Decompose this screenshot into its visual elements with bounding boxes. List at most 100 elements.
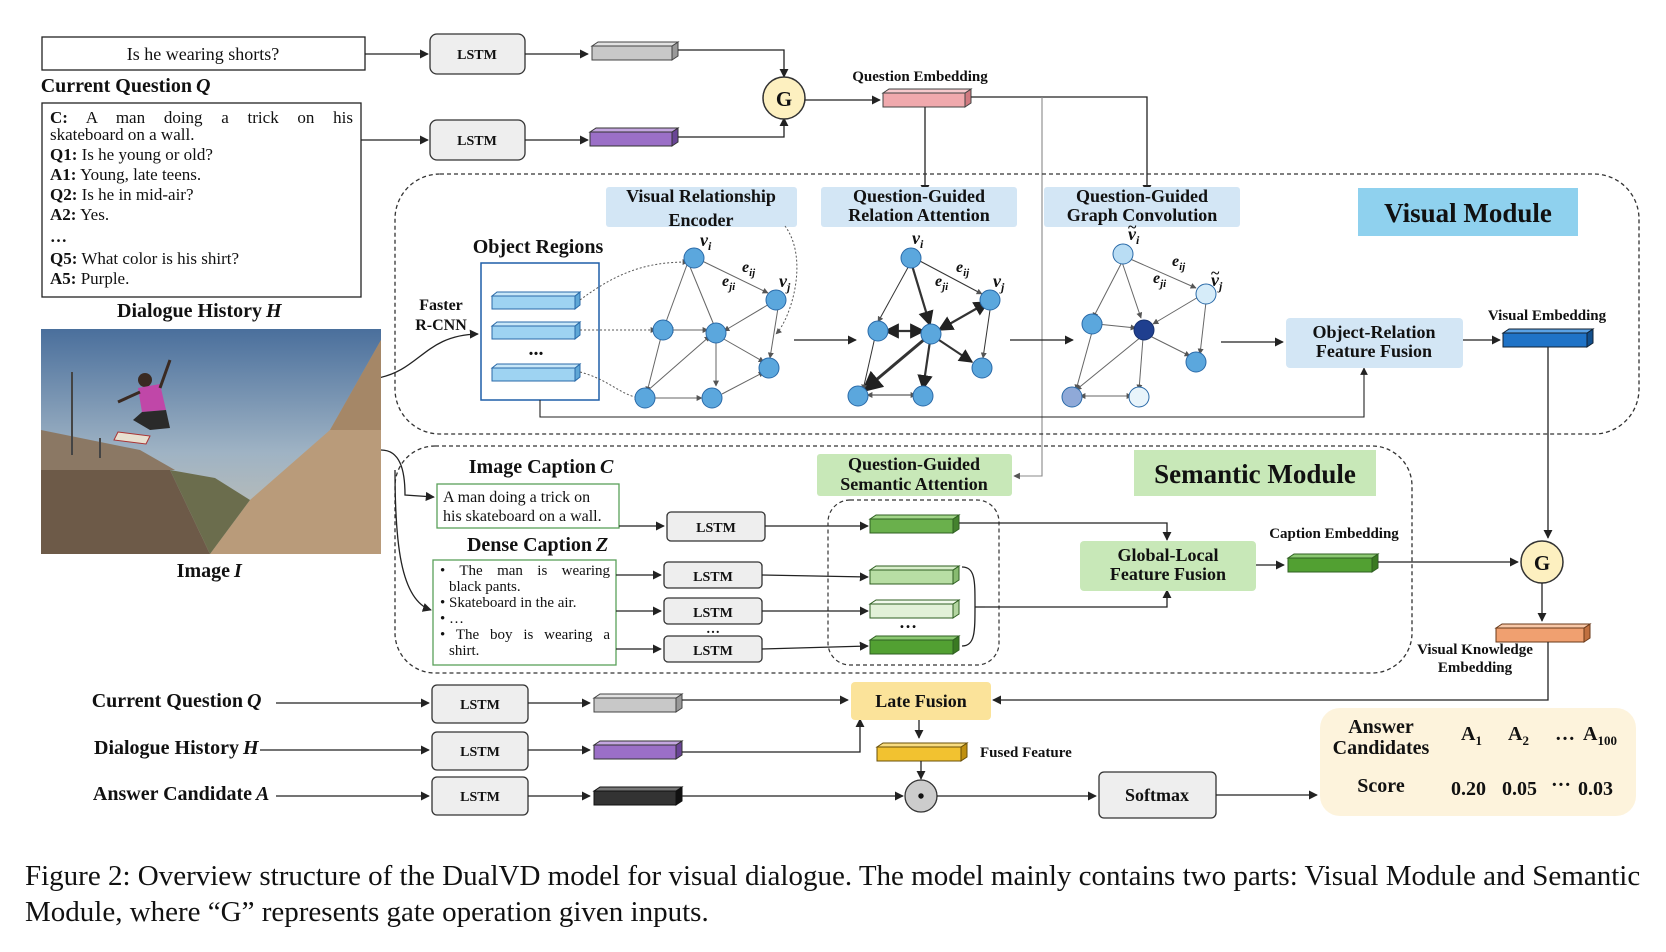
arrow xyxy=(539,367,1368,418)
node-vi-tilde-label: vi xyxy=(1128,224,1140,247)
edge-eji-label: eji xyxy=(1153,270,1167,290)
edge-eij-label: eij xyxy=(956,259,970,279)
lstm-label: LSTM xyxy=(460,745,500,760)
score-a1: 0.20 xyxy=(1451,778,1486,800)
history-tag: A2: xyxy=(50,205,77,224)
node-vj-tilde-label: vj xyxy=(1211,270,1223,293)
history-tag: Q2: xyxy=(50,185,78,204)
history-line-text: Is he young or old? xyxy=(81,145,213,164)
graph-convolution xyxy=(1074,257,1207,399)
visual-module-title: Visual Module xyxy=(1384,198,1552,228)
bottom-h-var: H xyxy=(242,737,260,759)
history-line-text: Purple. xyxy=(80,269,130,288)
dotted-link xyxy=(579,259,689,301)
qgsa-label-1: Question-Guided xyxy=(848,454,980,474)
history-line: C: A man doing a trick on his xyxy=(50,108,353,128)
visual-embedding-label: Visual Embedding xyxy=(1488,308,1607,324)
dense-item: • The man is wearing xyxy=(440,563,610,579)
edge-eji-label: eji xyxy=(722,273,736,293)
qggc-label-1: Question-Guided xyxy=(1076,186,1208,206)
image-label: Image xyxy=(177,560,230,582)
glff-box xyxy=(1080,541,1256,591)
image-var: I xyxy=(233,560,243,582)
history-tag: Q5: xyxy=(50,249,78,268)
vre-label-1: Visual Relationship xyxy=(626,186,776,206)
graph-node xyxy=(634,387,656,409)
graph-node xyxy=(1133,319,1155,341)
late-fusion-label: Late Fusion xyxy=(875,691,967,711)
semantic-module-title: Semantic Module xyxy=(1154,459,1356,489)
current-question-var: Q xyxy=(196,75,210,97)
visual-module-frame xyxy=(394,173,1640,435)
history-line-text: Young, late teens. xyxy=(80,165,202,184)
current-question-label: Current Question xyxy=(41,75,192,97)
vk-embedding-label-1: Visual Knowledge xyxy=(1417,642,1533,658)
history-line-text: A man doing a trick on his xyxy=(85,108,353,127)
qggc-label-2: Graph Convolution xyxy=(1067,205,1218,225)
graph-node xyxy=(1061,386,1083,408)
softmax-label: Softmax xyxy=(1125,785,1189,805)
answer-a2: A2 xyxy=(1508,723,1529,748)
region-feature xyxy=(490,320,582,341)
question-embedding-gray xyxy=(590,41,680,61)
orff-label-2: Feature Fusion xyxy=(1316,341,1432,361)
attention-frame xyxy=(827,499,1000,666)
lstm-label: LSTM xyxy=(693,570,733,585)
answer-panel xyxy=(1320,708,1636,816)
qggc-bg xyxy=(1044,187,1240,227)
arrow xyxy=(761,572,869,582)
graph-node xyxy=(758,357,780,379)
question-embedding-pink xyxy=(881,88,973,108)
history-line-text: What color is his shirt? xyxy=(81,249,240,268)
gate-top xyxy=(762,76,806,120)
arrow xyxy=(380,449,435,501)
visual-knowledge-embedding xyxy=(1494,623,1592,643)
fused-feature-embedding xyxy=(875,742,969,762)
graph-node xyxy=(1081,313,1103,335)
history-box xyxy=(41,102,362,298)
arrow xyxy=(1013,97,1043,480)
edge-eji-label: eji xyxy=(935,273,949,293)
late-fusion-box xyxy=(851,682,991,720)
fused-feature-label: Fused Feature xyxy=(980,745,1072,761)
bracket xyxy=(961,566,976,647)
node-vi-label: vi xyxy=(700,230,712,253)
caption-embedding-label: Caption Embedding xyxy=(1269,526,1399,542)
history-line: A2: Yes. xyxy=(50,205,353,225)
graph-node xyxy=(900,247,922,269)
caption-embedding-green xyxy=(868,514,961,534)
visual-embedding xyxy=(1501,328,1595,348)
graph-node xyxy=(1128,386,1150,408)
dense-embedding-1 xyxy=(868,565,961,585)
graph-node xyxy=(765,289,787,311)
dense-item: • … xyxy=(440,611,465,627)
graph-node xyxy=(971,357,993,379)
tilde: ~ xyxy=(1211,265,1220,282)
lstm-dots: … xyxy=(706,622,720,637)
history-tag: A5: xyxy=(50,269,77,288)
history-text: C: A man doing a trick on his skateboard… xyxy=(50,108,353,289)
arrow xyxy=(761,641,869,651)
history-line: Q2: Is he in mid-air? xyxy=(50,185,353,205)
answer-a100: A100 xyxy=(1583,723,1617,748)
graph-node xyxy=(701,387,723,409)
dense-caption-box xyxy=(432,559,617,666)
tilde: ~ xyxy=(1128,219,1137,236)
lstm-label: LSTM xyxy=(457,48,497,63)
embedding-dots: … xyxy=(899,612,917,632)
dense-item: • The boy is wearing a xyxy=(440,627,610,643)
glff-label-2: Feature Fusion xyxy=(1110,564,1226,584)
lstm-bottom-history xyxy=(431,731,529,771)
answer-a1: A1 xyxy=(1461,723,1482,748)
history-line-text: Yes. xyxy=(80,205,110,224)
figure-caption: Figure 2: Overview structure of the Dual… xyxy=(25,860,1641,928)
history-line: A5: Purple. xyxy=(50,269,353,289)
graph-node xyxy=(1185,351,1207,373)
dialogue-history-var: H xyxy=(265,300,283,322)
arrow xyxy=(971,96,1152,194)
dense-item-text: The boy is wearing a xyxy=(455,627,610,643)
graph-node xyxy=(1112,243,1134,265)
history-tag: A1: xyxy=(50,165,77,184)
orff-label-1: Object-Relation xyxy=(1313,322,1436,342)
